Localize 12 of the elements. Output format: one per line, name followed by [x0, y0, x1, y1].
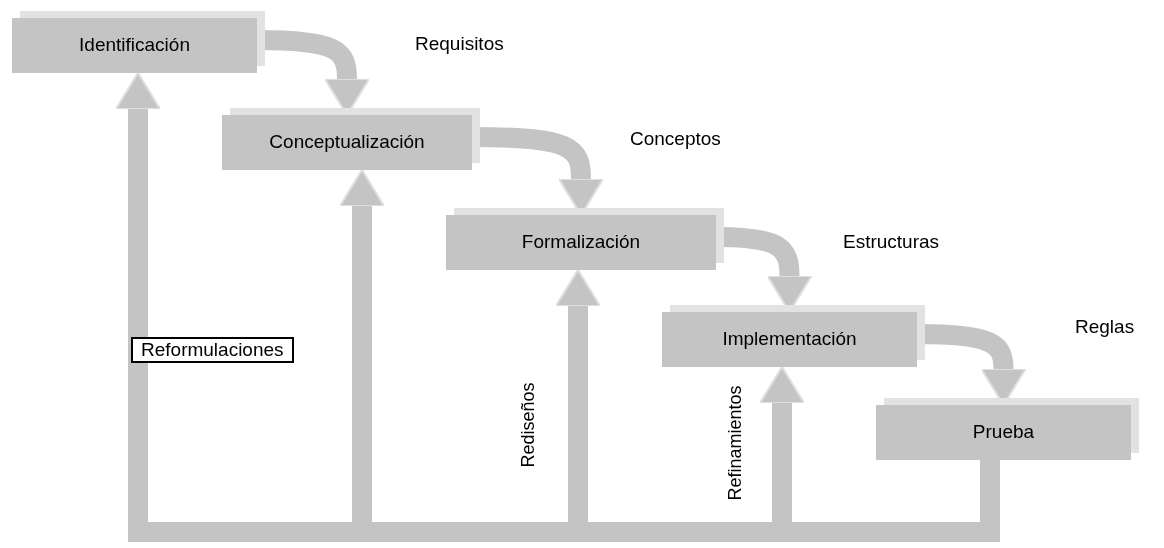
block-label: Prueba [972, 420, 1035, 445]
edge-label: Reglas [1075, 315, 1135, 339]
edge-label: Requisitos [415, 32, 504, 56]
edge-label: Reformulaciones [131, 337, 294, 363]
edge-label: Conceptos [630, 127, 721, 151]
block-label: Implementación [722, 327, 857, 352]
block-label: Identificación [79, 33, 190, 58]
edge-label: Rediseños [516, 382, 539, 468]
block-label: Formalización [521, 230, 641, 255]
block-label: Conceptualización [269, 130, 425, 155]
edge-label: Estructuras [843, 230, 940, 254]
edge-label: Refinamientos [723, 385, 746, 501]
